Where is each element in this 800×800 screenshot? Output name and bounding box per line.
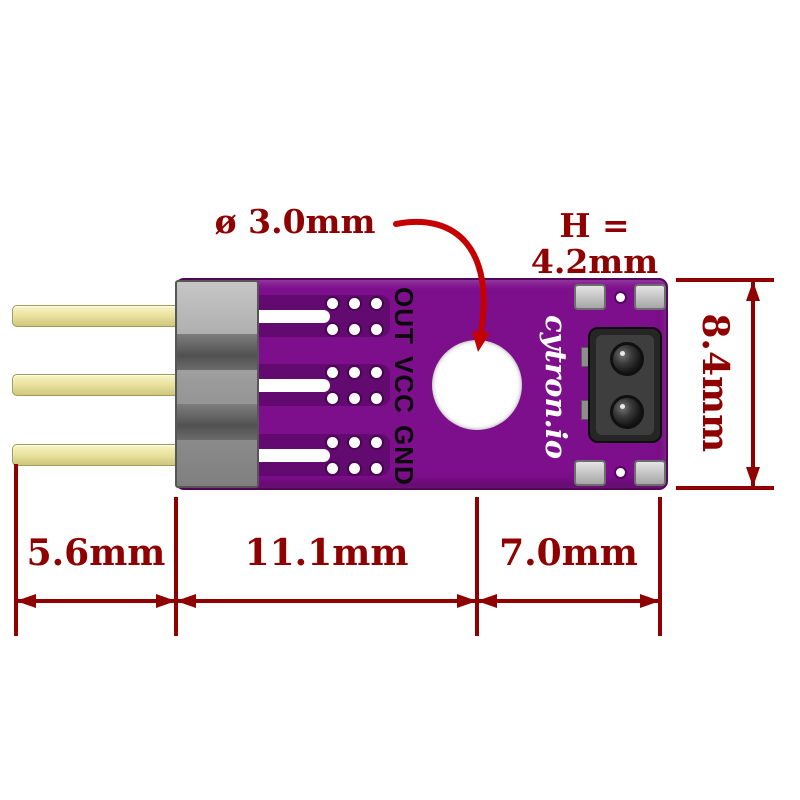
arrowhead xyxy=(156,594,176,608)
dimension-hole-to-edge: 7.0mm xyxy=(499,532,638,574)
via-dot xyxy=(327,437,338,448)
header-groove xyxy=(177,404,257,440)
solder-trace xyxy=(256,310,330,323)
solder-pad xyxy=(574,460,606,486)
mounting-hole xyxy=(432,340,522,430)
via-dot xyxy=(349,463,360,474)
solder-trace xyxy=(256,379,330,392)
via-dot xyxy=(349,324,360,335)
brand-logo-text: cytron.io xyxy=(539,315,573,460)
via-dot xyxy=(349,437,360,448)
via-dot xyxy=(327,324,338,335)
arrowhead xyxy=(746,467,760,487)
dimension-pins-to-hole: 11.1mm xyxy=(244,532,409,574)
dimension-pin-length: 5.6mm xyxy=(26,532,166,574)
pin-label-out: OUT xyxy=(389,287,419,345)
via-dot xyxy=(616,468,625,477)
solder-pad xyxy=(634,284,666,310)
via-dot xyxy=(371,463,382,474)
arrowhead xyxy=(477,594,497,608)
arrowhead xyxy=(16,594,36,608)
pin-header-housing xyxy=(175,280,259,488)
ir-emitter-lens xyxy=(610,342,644,376)
pin-label-vcc: VCC xyxy=(389,356,419,414)
via-dot xyxy=(327,463,338,474)
via-dot xyxy=(349,298,360,309)
header-pin-out xyxy=(12,305,180,327)
via-dot xyxy=(327,298,338,309)
component-height-callout: H = 4.2mm xyxy=(530,206,659,282)
solder-trace xyxy=(256,449,330,462)
via-dot xyxy=(349,367,360,378)
solder-pad xyxy=(574,284,606,310)
header-pin-vcc xyxy=(12,374,180,396)
solder-pad xyxy=(634,460,666,486)
arrowhead xyxy=(176,594,196,608)
via-dot xyxy=(371,437,382,448)
via-dot xyxy=(327,367,338,378)
pin-label-gnd: GND xyxy=(389,425,419,486)
dimension-board-width: 8.4mm xyxy=(693,313,736,453)
header-pin-gnd xyxy=(12,444,180,466)
arrowhead xyxy=(640,594,660,608)
via-dot xyxy=(616,293,625,302)
ir-sensor xyxy=(588,327,662,443)
hole-diameter-callout: ø 3.0mm xyxy=(214,202,376,241)
arrowhead xyxy=(457,594,477,608)
header-groove xyxy=(177,334,257,370)
via-dot xyxy=(327,393,338,404)
via-dot xyxy=(371,324,382,335)
arrowhead xyxy=(746,281,760,301)
via-dot xyxy=(371,298,382,309)
ir-receiver-lens xyxy=(610,395,644,429)
via-dot xyxy=(371,367,382,378)
via-dot xyxy=(349,393,360,404)
via-dot xyxy=(371,393,382,404)
